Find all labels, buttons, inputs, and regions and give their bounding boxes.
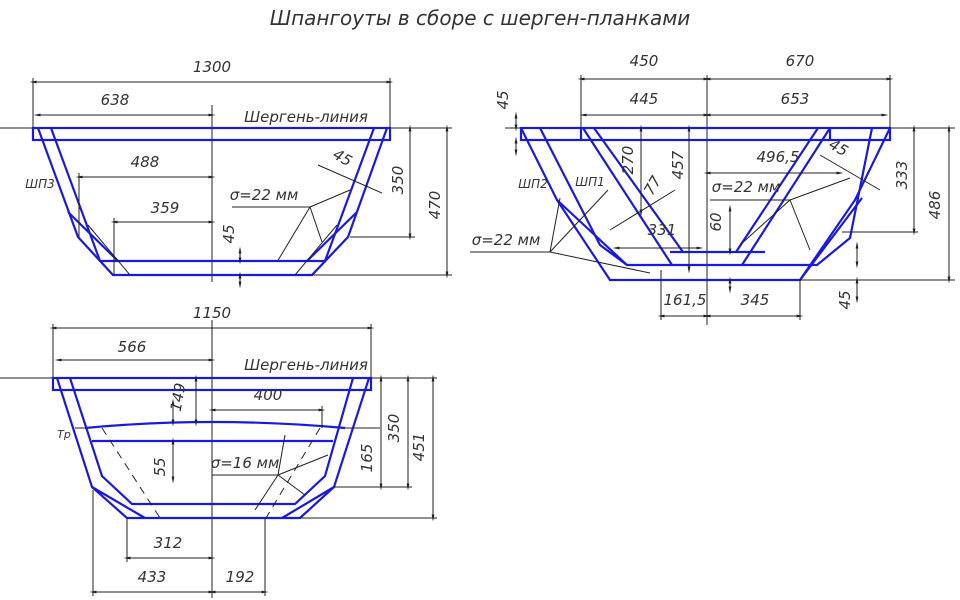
dim-457: 457 [669,150,687,179]
dim-1150: 1150 [193,304,231,322]
dim-45-top: 45 [494,90,512,109]
dim-486: 486 [926,191,944,220]
dim-450: 450 [630,52,659,70]
dim-60: 60 [707,212,725,231]
thickness-label: σ=22 мм [230,186,299,204]
dim-488: 488 [131,153,160,171]
frame-shp3: 1300 638 488 359 45 350 470 45 σ=22 мм Ш… [0,58,452,289]
dim-496-5: 496,5 [757,148,800,166]
dim-638: 638 [101,91,130,109]
dim-451: 451 [410,433,428,462]
dim-400: 400 [254,386,283,404]
drawing-title: Шпангоуты в сборе с шерген-планками [270,6,691,30]
thickness-label-left: σ=22 мм [472,231,541,249]
dim-433: 433 [138,568,167,586]
transom-tr: 1150 566 400 149 55 165 350 451 312 433 … [0,304,437,598]
dim-270: 270 [619,146,637,175]
frame-label-tr: Тр [57,428,71,441]
dim-350: 350 [385,414,403,443]
thickness-label: σ=16 мм [211,454,280,472]
dim-359: 359 [151,199,180,217]
dim-670: 670 [786,52,815,70]
dim-45-bottom: 45 [836,290,854,309]
dim-149: 149 [167,381,190,412]
frames-shp1-shp2: 450 670 445 653 45 270 457 77 496,5 45 3… [470,52,955,325]
shergen-line-label: Шергень-линия [244,356,368,374]
dim-331: 331 [648,221,677,239]
dim-312: 312 [154,534,183,552]
dim-1300: 1300 [193,58,231,76]
dim-470: 470 [426,191,444,220]
dim-333: 333 [893,161,911,190]
dim-345: 345 [741,291,770,309]
dim-161-5: 161,5 [664,291,707,309]
dim-445: 445 [630,90,659,108]
dim-45-plank: 45 [220,224,238,243]
shergen-line-label: Шергень-линия [244,108,368,126]
dim-165: 165 [358,444,376,473]
dim-55: 55 [151,457,169,476]
thickness-label-right: σ=22 мм [712,178,781,196]
frame-label-shp1: ШП1 [575,175,605,189]
dim-192: 192 [226,568,255,586]
dim-77: 77 [640,172,665,198]
frame-label-shp3: ШП3 [25,177,55,191]
frame-label-shp2: ШП2 [518,177,548,191]
dim-350: 350 [389,166,407,195]
dim-566: 566 [118,338,147,356]
dim-653: 653 [781,90,810,108]
dim-45-diag: 45 [330,145,356,170]
